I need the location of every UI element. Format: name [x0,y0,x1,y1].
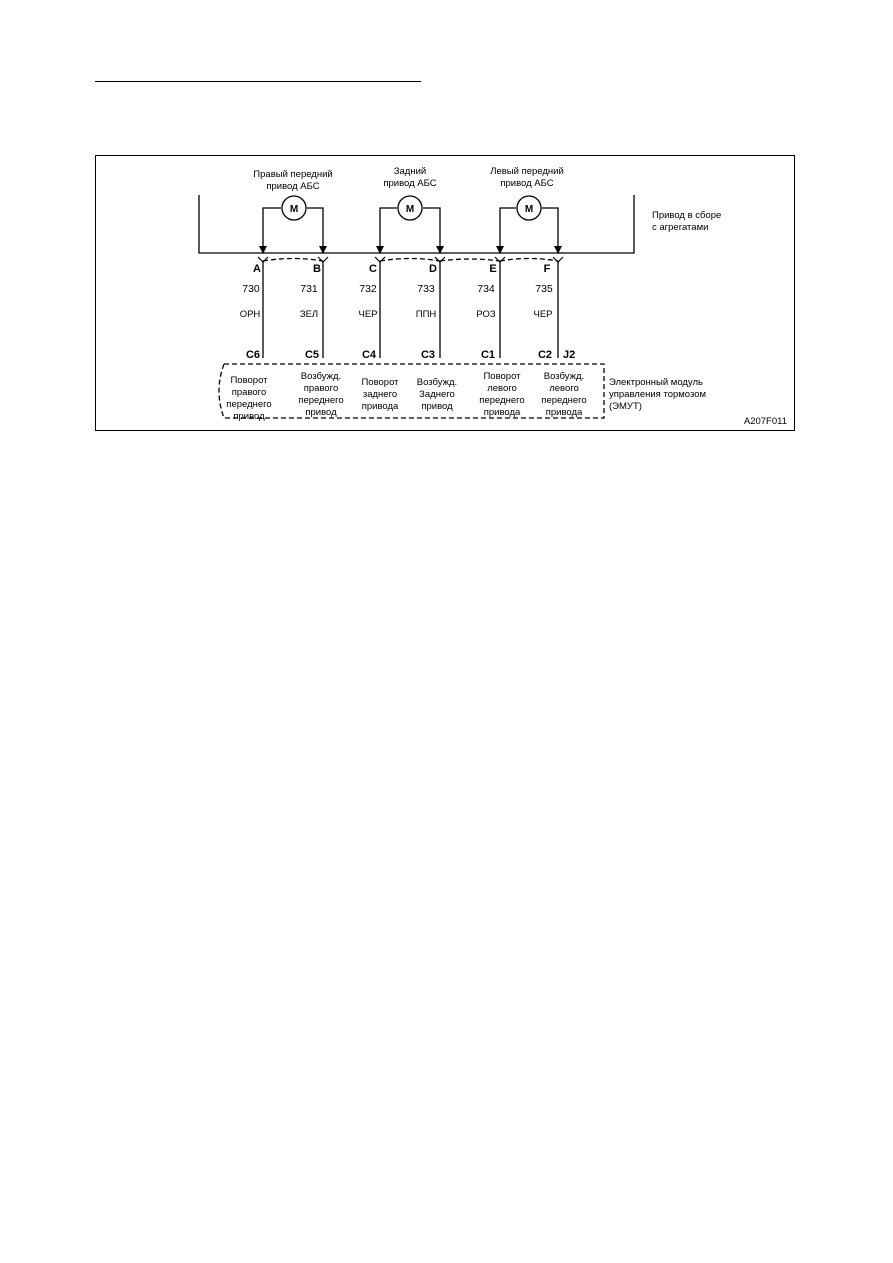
pin-c: C [369,263,377,275]
motor-left-front: M [516,195,542,221]
function-1-line3: переднего [226,399,271,410]
motor-right-front: M [281,195,307,221]
pin-b: B [313,263,321,275]
actuator-label-left-front-line2: привод АБС [500,178,553,189]
assembly-label-line1: Привод в сборе [652,210,721,221]
circuit-733: 733 [417,283,435,295]
pin-f: F [544,263,551,275]
module-label-line3: (ЭМУТ) [609,401,642,412]
function-3-line3: привода [362,401,399,412]
actuator-label-rear-line1: Задний [394,166,426,177]
wire-color-orn: ОРН [240,309,261,320]
shields [218,257,605,419]
assembly-housing [198,195,635,254]
function-6-line1: Возбужд. [544,371,584,382]
motor-loop-left-front [499,207,559,253]
pin-c4: C4 [362,349,377,361]
function-2-line4: привод [305,407,337,418]
circuit-735: 735 [535,283,553,295]
arrowheads [259,246,562,254]
function-6-line4: привода [546,407,583,418]
diagram-frame [95,155,795,431]
function-4-line2: Заднего [419,389,455,400]
pin-c2: C2 [538,349,552,361]
circuit-734: 734 [477,283,495,295]
actuator-label-right-front-line2: привод АБС [266,181,319,192]
wire-color-zel: ЗЕЛ [300,309,318,320]
pin-a: A [253,263,261,275]
wire-color-cher-1: ЧЕР [358,309,377,320]
header-rule [95,81,421,82]
assembly-label-line2: с агрегатами [652,222,708,233]
wire-color-cher-2: ЧЕР [533,309,552,320]
actuator-label-rear-line2: привод АБС [383,178,436,189]
svg-text:M: M [525,204,533,215]
figure-id: A207F011 [744,416,787,427]
function-5-line1: Поворот [483,371,521,382]
connector-j2: J2 [563,349,575,361]
function-6-line2: левого [549,383,579,394]
function-4-line3: привод [421,401,453,412]
pin-c6: C6 [246,349,260,361]
function-3-line2: заднего [363,389,397,400]
svg-text:M: M [290,204,298,215]
function-3-line1: Поворот [361,377,399,388]
function-1-line1: Поворот [230,375,268,386]
motor-loop-right-front [262,207,324,253]
function-5-line2: левого [487,383,517,394]
pin-d: D [429,263,437,275]
motor-rear: M [397,195,423,221]
pin-c3: C3 [421,349,435,361]
function-2-line3: переднего [298,395,343,406]
actuator-label-right-front-line1: Правый передний [253,169,332,180]
function-2-line1: Возбужд. [301,371,341,382]
circuit-731: 731 [300,283,318,295]
module-dashed-box [218,363,605,419]
wire-color-ppn: ППН [416,309,437,320]
module-label-line1: Электронный модуль [609,377,703,388]
function-1-line2: правого [232,387,266,398]
function-5-line3: переднего [479,395,524,406]
pin-e: E [489,263,496,275]
connector-chevrons [257,256,564,263]
module-label-line2: управления тормозом [609,389,706,400]
circuit-732: 732 [359,283,377,295]
function-1-line4: привод [233,411,265,422]
function-6-line3: переднего [541,395,586,406]
wire-color-roz: РОЗ [476,309,496,320]
svg-text:M: M [406,204,414,215]
function-2-line2: правого [304,383,338,394]
function-4-line1: Возбужд. [417,377,457,388]
pin-c5: C5 [305,349,319,361]
actuator-label-left-front-line1: Левый передний [490,166,564,177]
pin-c1: C1 [481,349,495,361]
function-5-line4: привода [484,407,521,418]
motor-loop-rear [379,207,441,253]
circuit-730: 730 [242,283,260,295]
